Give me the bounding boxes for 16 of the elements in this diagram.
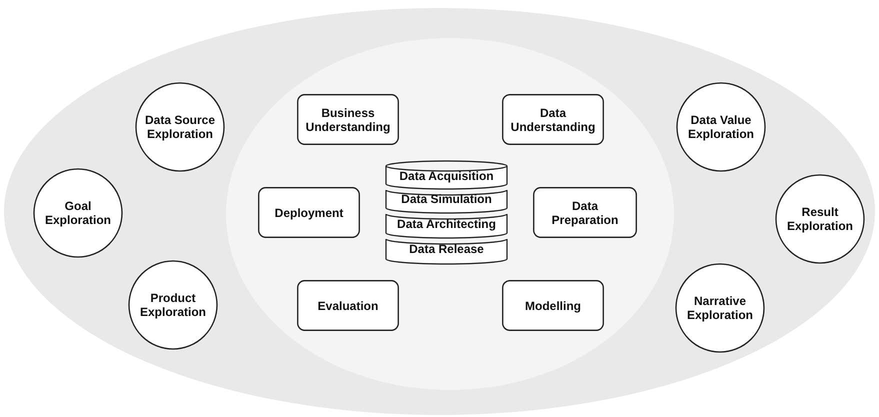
node-label: Product Exploration [138, 291, 207, 319]
layer-label: Data Simulation [401, 192, 492, 206]
node-label: Data Understanding [510, 106, 596, 134]
node-label: Deployment [274, 206, 344, 220]
node-label: Evaluation [318, 298, 378, 312]
node-label: Business Understanding [304, 106, 392, 134]
layer-label: Data Acquisition [399, 169, 494, 183]
layer-label: Data Release [409, 242, 484, 256]
node-label: Result Exploration [786, 205, 854, 233]
node-label: Narrative Exploration [686, 294, 754, 322]
node-label: Data Source Exploration [144, 113, 216, 141]
node-label: Data Preparation [550, 198, 620, 226]
node-label: Modelling [525, 298, 581, 312]
node-label: Goal Exploration [44, 199, 112, 227]
layer-label: Data Architecting [397, 216, 496, 230]
node-label: Data Value Exploration [686, 113, 755, 141]
